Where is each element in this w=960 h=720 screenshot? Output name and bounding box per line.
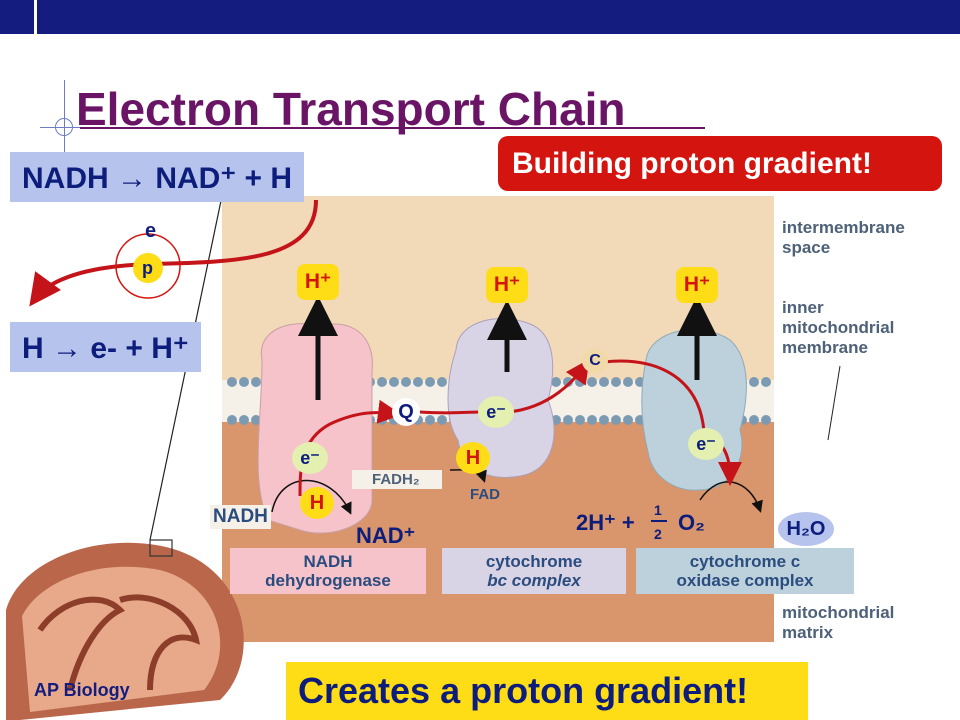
label-line: matrix (782, 623, 834, 642)
hydrogen-atom: H (456, 442, 490, 474)
hydrogen-split-equation: H → e- + H⁺ (10, 322, 201, 372)
two-h-plus-label: 2H⁺ + (576, 510, 635, 535)
inner-membrane-label: inner mitochondrial membrane (782, 298, 894, 358)
electron-path-arrow (298, 399, 402, 497)
electron-path-arrow (419, 410, 481, 415)
electron-carrier: e⁻ (478, 396, 514, 428)
half-denominator: 2 (654, 526, 662, 542)
label-line: oxidase complex (676, 571, 814, 590)
fad-label: FAD (470, 486, 500, 503)
matrix-label: mitochondrial matrix (782, 603, 894, 643)
intermembrane-space-label: intermembrane space (782, 218, 905, 258)
label-line: intermembrane (782, 218, 905, 237)
electron-path-arrow (717, 445, 742, 486)
electron-carrier: e⁻ (688, 428, 724, 460)
complex-i-label: NADH dehydrogenase (230, 548, 426, 594)
label-line: inner (782, 298, 824, 317)
ubiquinone-q: Q (392, 398, 420, 426)
nad-plus-label: NAD⁺ (356, 523, 416, 548)
proton-h-plus: H⁺ (297, 264, 339, 300)
nadh-label: NADH (210, 505, 271, 529)
water-label: H₂O (778, 512, 834, 546)
cytochrome-c: C (582, 349, 608, 373)
electron-carrier: e⁻ (292, 442, 328, 474)
oxygen-label: O₂ (678, 510, 705, 535)
nadh-oxidation-equation: NADH → NAD⁺ + H (10, 152, 305, 202)
hydrogen-path-arrow (29, 199, 318, 307)
proton-label: p (142, 258, 153, 278)
crosshair-decoration (55, 118, 73, 136)
electron-label: e (145, 220, 157, 242)
title-underline (80, 127, 705, 129)
proton-h-plus: H⁺ (676, 267, 718, 303)
membrane-pointer-line (827, 365, 841, 441)
half-numerator: 1 (654, 502, 662, 518)
label-line: cytochrome (485, 552, 583, 571)
proton-h-plus: H⁺ (486, 267, 528, 303)
electron-path-arrow (603, 359, 706, 433)
atom-orbit (115, 233, 181, 299)
slide-title: Electron Transport Chain (76, 83, 626, 135)
label-line: membrane (782, 338, 868, 357)
top-bar (0, 0, 960, 34)
label-line: mitochondrial (782, 318, 895, 337)
label-line: dehydrogenase (265, 571, 391, 590)
course-label: AP Biology (34, 680, 130, 700)
top-bar-stripe (34, 0, 37, 34)
reaction-arrow (271, 479, 352, 515)
complex-iii-label: cytochrome bc complex (442, 548, 626, 594)
complex-iv-label: cytochrome c oxidase complex (636, 548, 854, 594)
electron-path-arrow (507, 359, 590, 414)
label-line: bc complex (487, 571, 581, 590)
label-line: mitochondrial (782, 603, 895, 622)
label-line: cytochrome c (689, 552, 801, 571)
building-gradient-banner: Building proton gradient! (498, 136, 942, 191)
label-line: NADH (303, 552, 353, 571)
creates-gradient-banner: Creates a proton gradient! (286, 662, 808, 720)
fadh2-label: FADH₂ (352, 470, 442, 489)
proton-nucleus (133, 253, 163, 283)
mitochondrion-illustration (6, 539, 244, 720)
label-line: space (782, 238, 831, 257)
hydrogen-atom: H (300, 487, 334, 519)
